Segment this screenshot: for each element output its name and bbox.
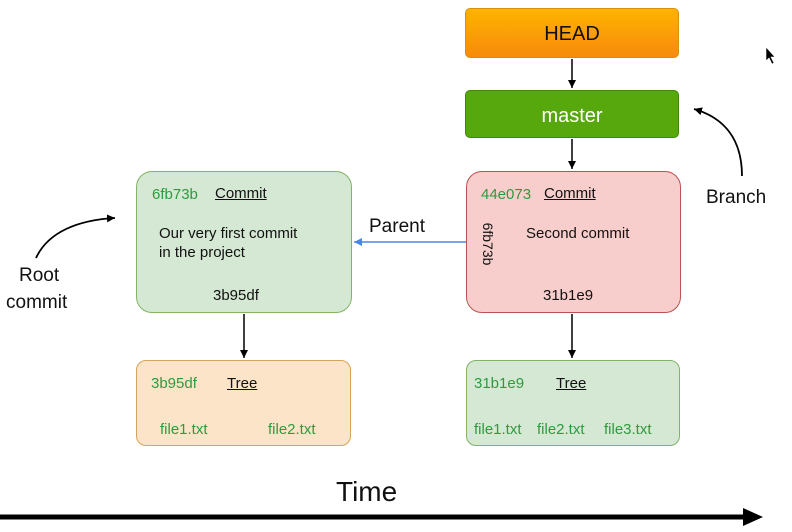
root-commit-box <box>136 171 352 313</box>
commit1-kind: Commit <box>215 185 267 202</box>
master-label: master <box>541 105 603 127</box>
second-commit-box <box>466 171 681 313</box>
tree1-file-1: file1.txt <box>160 421 208 438</box>
commit1-message-line2: in the project <box>159 244 245 261</box>
time-axis-arrowhead <box>743 508 763 526</box>
root-label-line1: Root <box>19 265 60 286</box>
master-branch-box <box>465 90 679 138</box>
tree2-file-1: file1.txt <box>474 421 522 438</box>
root-label-line2: commit <box>6 292 68 313</box>
tree1-kind: Tree <box>227 375 258 392</box>
commit2-hash: 44e073 <box>481 186 532 203</box>
head-pointer-box <box>465 8 679 58</box>
commit1-message-line1: Our very first commit <box>159 225 298 242</box>
commit1-hash: 6fb73b <box>152 186 198 203</box>
commit2-message: Second commit <box>526 225 630 242</box>
time-label: Time <box>336 476 398 507</box>
branch-label: Branch <box>706 187 767 208</box>
tree2-box <box>466 360 680 446</box>
commit2-kind: Commit <box>544 185 596 202</box>
commit2-tree-ref: 31b1e9 <box>543 287 594 304</box>
tree1-hash: 3b95df <box>151 375 197 392</box>
parent-label: Parent <box>369 216 425 237</box>
commit2-parent-ref: 6fb73b <box>480 222 496 266</box>
tree2-file-3: file3.txt <box>604 421 652 438</box>
commit1-tree-ref: 3b95df <box>213 287 259 304</box>
tree2-hash: 31b1e9 <box>474 375 525 392</box>
cursor-icon <box>765 46 776 65</box>
tree2-kind: Tree <box>556 375 587 392</box>
head-label: HEAD <box>544 23 600 45</box>
branch-pointer-arrow <box>693 107 743 177</box>
tree2-file-2: file2.txt <box>537 421 585 438</box>
tree1-file-2: file2.txt <box>268 421 316 438</box>
tree1-box <box>136 360 351 446</box>
root-pointer-arrow <box>35 214 116 259</box>
